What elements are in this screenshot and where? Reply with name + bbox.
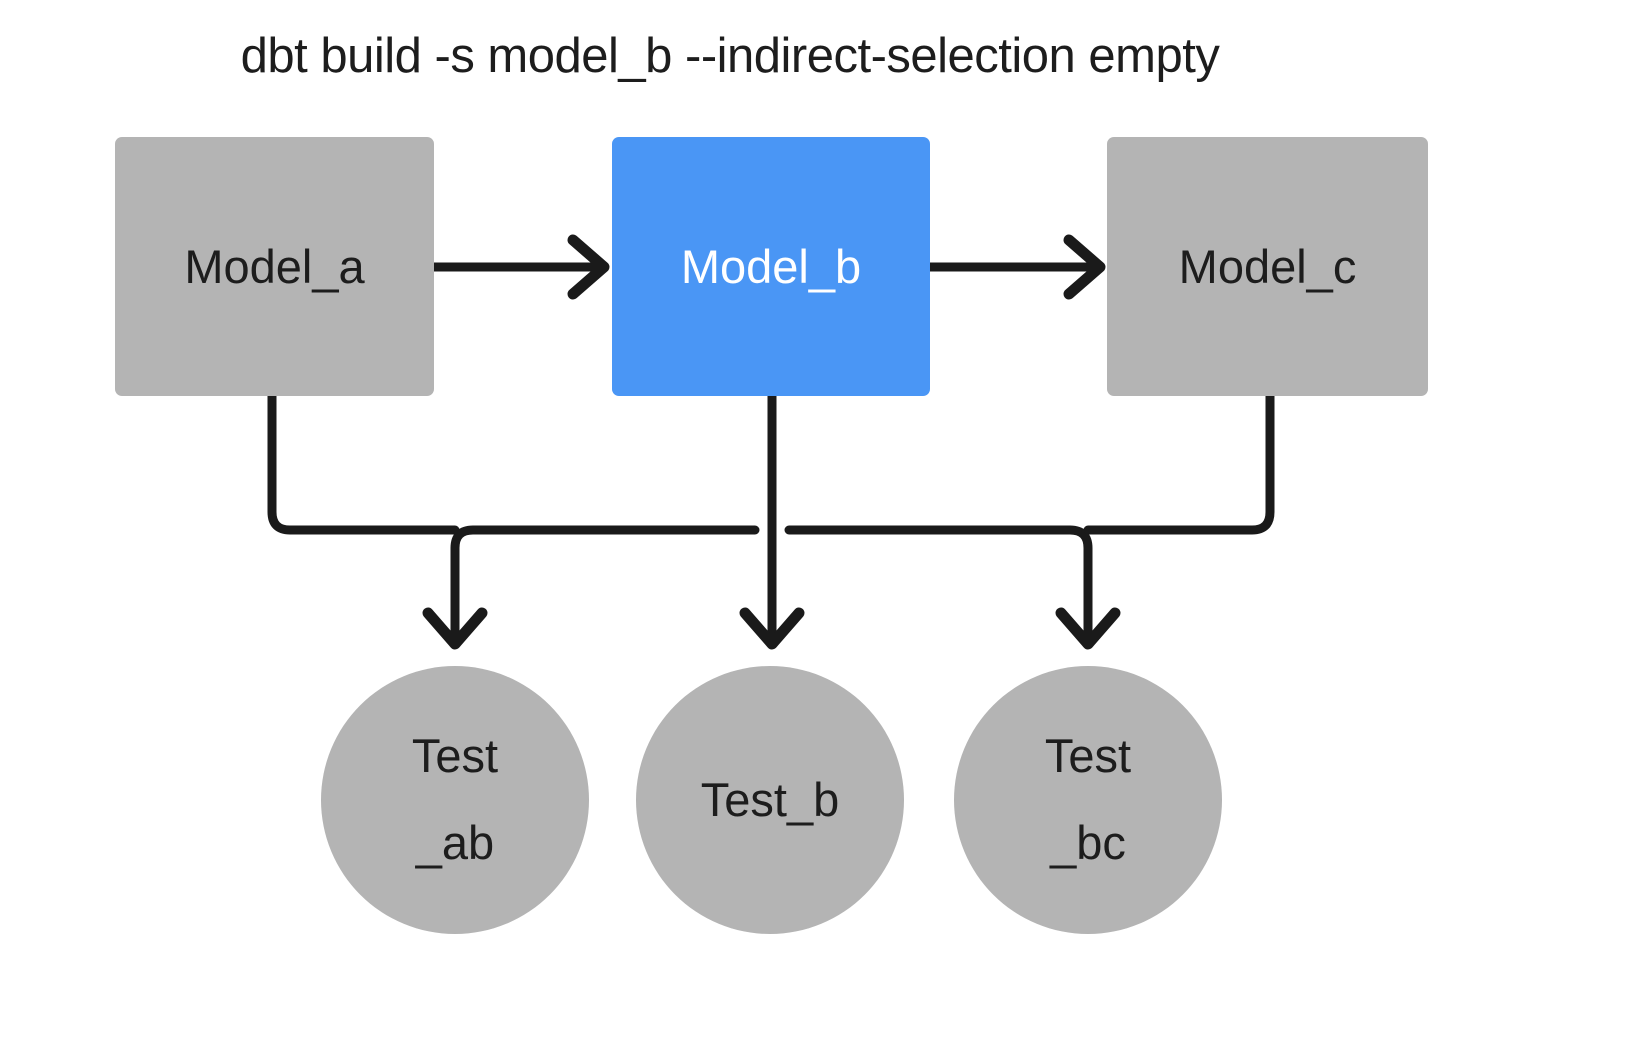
diagram-title: dbt build -s model_b --indirect-selectio… [240,29,1220,83]
edge-model_b-to-test_bc [784,525,1121,650]
node-label-test-bc-line2: _bc [1050,816,1126,869]
node-test-ab[interactable]: Test _ab [321,666,589,934]
node-label-model-c: Model_c [1178,240,1357,293]
edge-model_a-to-rail [267,391,460,535]
node-label-model-b: Model_b [680,240,862,293]
edge-model_a-to-model_b [429,234,610,300]
node-label-test-bc-line1: Test [1044,729,1132,783]
node-label-model-a: Model_a [184,240,365,293]
node-test-bc[interactable]: Test _bc [954,666,1222,934]
node-model-a[interactable]: Model_a [115,137,434,396]
node-test-b[interactable]: Test_b [636,666,904,934]
node-label-test-ab-line2: _ab [415,816,495,869]
edge-model_b-to-test_ab [422,525,760,650]
edge-model_c-to-rail [1083,391,1275,535]
node-model-c[interactable]: Model_c [1107,137,1428,396]
node-label-test-b-line1: Test_b [700,772,840,826]
edge-model_b-to-test_b [739,391,805,650]
node-model-b[interactable]: Model_b [612,137,930,396]
node-label-test-ab-line1: Test [411,729,499,783]
edge-model_b-to-model_c [925,234,1106,300]
